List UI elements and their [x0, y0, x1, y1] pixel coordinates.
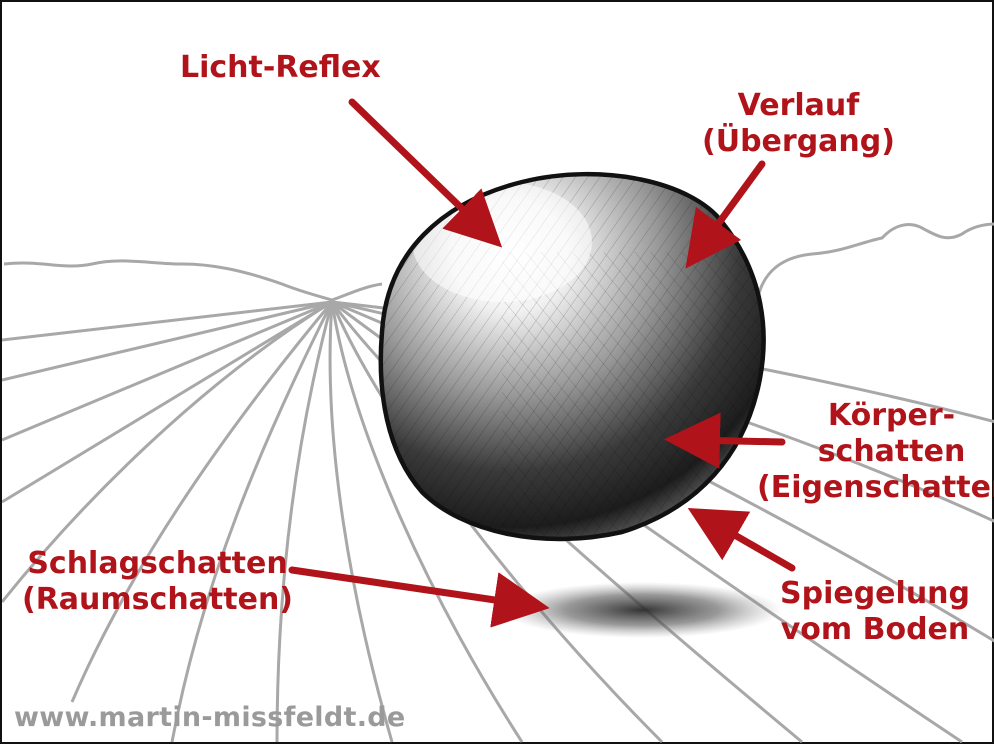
label-schlagschatten-line2: (Raumschatten): [22, 582, 294, 617]
label-koerperschatten-line1: Körper-: [827, 398, 956, 433]
label-spiegelung-line2: vom Boden: [780, 612, 970, 647]
label-koerperschatten-line2: schatten: [817, 434, 966, 469]
label-spiegelung: Spiegelung vom Boden: [780, 576, 970, 648]
label-spiegelung-line1: Spiegelung: [780, 576, 971, 611]
arrow-verlauf: [685, 160, 766, 269]
label-licht-reflex: Licht-Reflex: [180, 50, 381, 86]
horizon-mountains-left: [3, 259, 383, 302]
arrow-licht-reflex: [348, 98, 503, 248]
horizon-mountains-right: [755, 222, 994, 303]
label-koerperschatten-line3: (Eigenschatten): [757, 470, 994, 505]
label-schlagschatten-line1: Schlagschatten: [27, 546, 288, 581]
sphere: [378, 171, 766, 542]
label-verlauf-line2: (Übergang): [702, 124, 895, 159]
watermark: www.martin-missfeldt.de: [14, 702, 406, 733]
arrow-schlagschatten: [288, 566, 550, 628]
label-verlauf-line1: Verlauf: [737, 88, 860, 123]
label-verlauf: Verlauf (Übergang): [702, 88, 895, 160]
arrow-spiegelung: [687, 508, 796, 572]
cast-shadow: [502, 582, 782, 638]
arrow-koerperschatten: [664, 412, 786, 469]
label-schlagschatten: Schlagschatten (Raumschatten): [22, 546, 293, 618]
sphere-outline: [378, 171, 766, 542]
label-koerperschatten: Körper- schatten (Eigenschatten): [757, 398, 994, 506]
label-licht-reflex-text: Licht-Reflex: [180, 50, 381, 85]
